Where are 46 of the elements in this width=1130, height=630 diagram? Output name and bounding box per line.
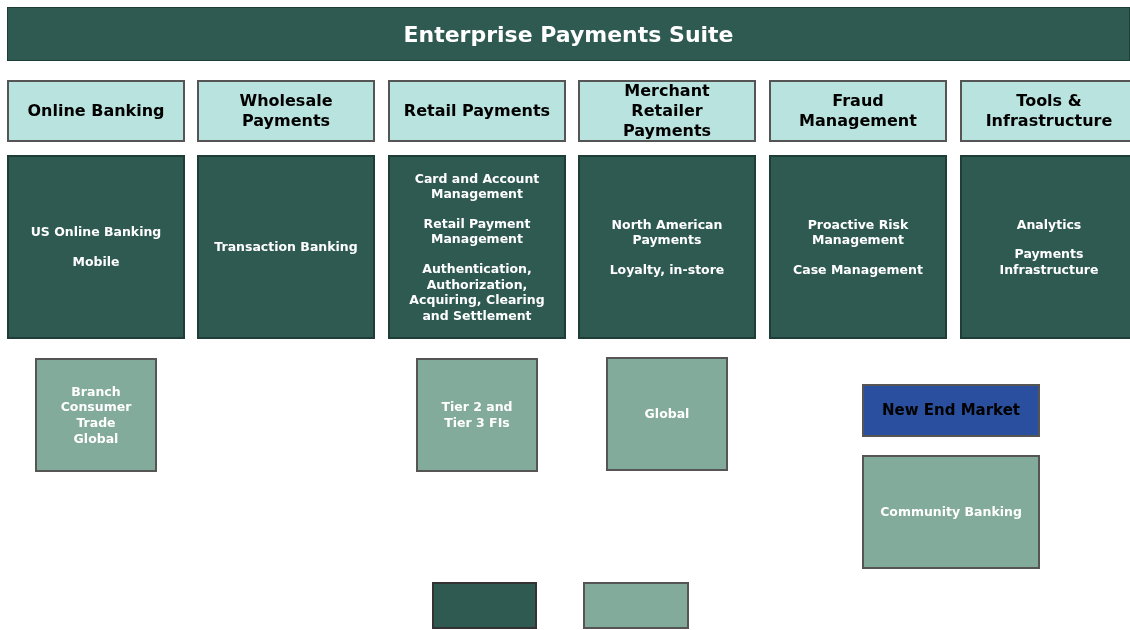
- product-box: [35, 358, 157, 472]
- box-text: Payments Infrastructure: [998, 246, 1100, 278]
- box-text: North American Payments: [610, 216, 724, 248]
- category-header-box: [769, 80, 947, 142]
- box-text: Case Management: [793, 261, 923, 278]
- box-text: Branch: [71, 383, 121, 400]
- box-text: New End Market: [881, 401, 1021, 420]
- product-box: [578, 155, 756, 339]
- product-box: [862, 384, 1040, 437]
- product-box: [7, 155, 185, 339]
- box-text: Retail Payment Management: [422, 215, 532, 247]
- category-header-box: [7, 80, 185, 142]
- box-text: Online Banking: [27, 101, 165, 121]
- box-text: Tier 2 and Tier 3 FIs: [440, 399, 514, 431]
- category-header-box: [197, 80, 375, 142]
- product-box: [606, 357, 728, 471]
- product-box: [960, 155, 1130, 339]
- box-text: Retail Payments: [403, 101, 551, 121]
- box-text: US Online Banking: [30, 224, 162, 240]
- box-text: Loyalty, in-store: [609, 261, 725, 278]
- product-box: [416, 358, 538, 472]
- box-text: Authentication, Authorization, Acquiring, Clearing and Settlement: [408, 261, 546, 324]
- product-box: [388, 155, 566, 339]
- box-text: Global: [644, 406, 690, 422]
- box-text: Proactive Risk Management: [806, 216, 910, 248]
- box-text: Mobile: [72, 254, 120, 270]
- box-text: Card and Account Management: [413, 170, 541, 202]
- category-header-box: [578, 80, 756, 142]
- box-text: Trade: [76, 415, 116, 431]
- product-box: [862, 455, 1040, 569]
- box-text: Merchant Retailer Payments: [621, 81, 713, 141]
- category-header-box: [960, 80, 1130, 142]
- box-text: Consumer: [60, 399, 132, 415]
- box-text: Tools & Infrastructure: [984, 91, 1114, 131]
- title-banner: Enterprise Payments Suite: [7, 7, 1130, 61]
- box-text: Wholesale Payments: [238, 91, 334, 131]
- box-text: Community Banking: [880, 504, 1022, 520]
- box-text: Fraud Management: [798, 91, 918, 131]
- box-text: Transaction Banking: [214, 239, 358, 255]
- legend-box: [432, 582, 537, 629]
- product-box: [769, 155, 947, 339]
- box-text: Analytics: [1016, 216, 1082, 233]
- box-text: Global: [73, 430, 119, 447]
- legend-box: [583, 582, 689, 629]
- product-box: [197, 155, 375, 339]
- category-header-box: [388, 80, 566, 142]
